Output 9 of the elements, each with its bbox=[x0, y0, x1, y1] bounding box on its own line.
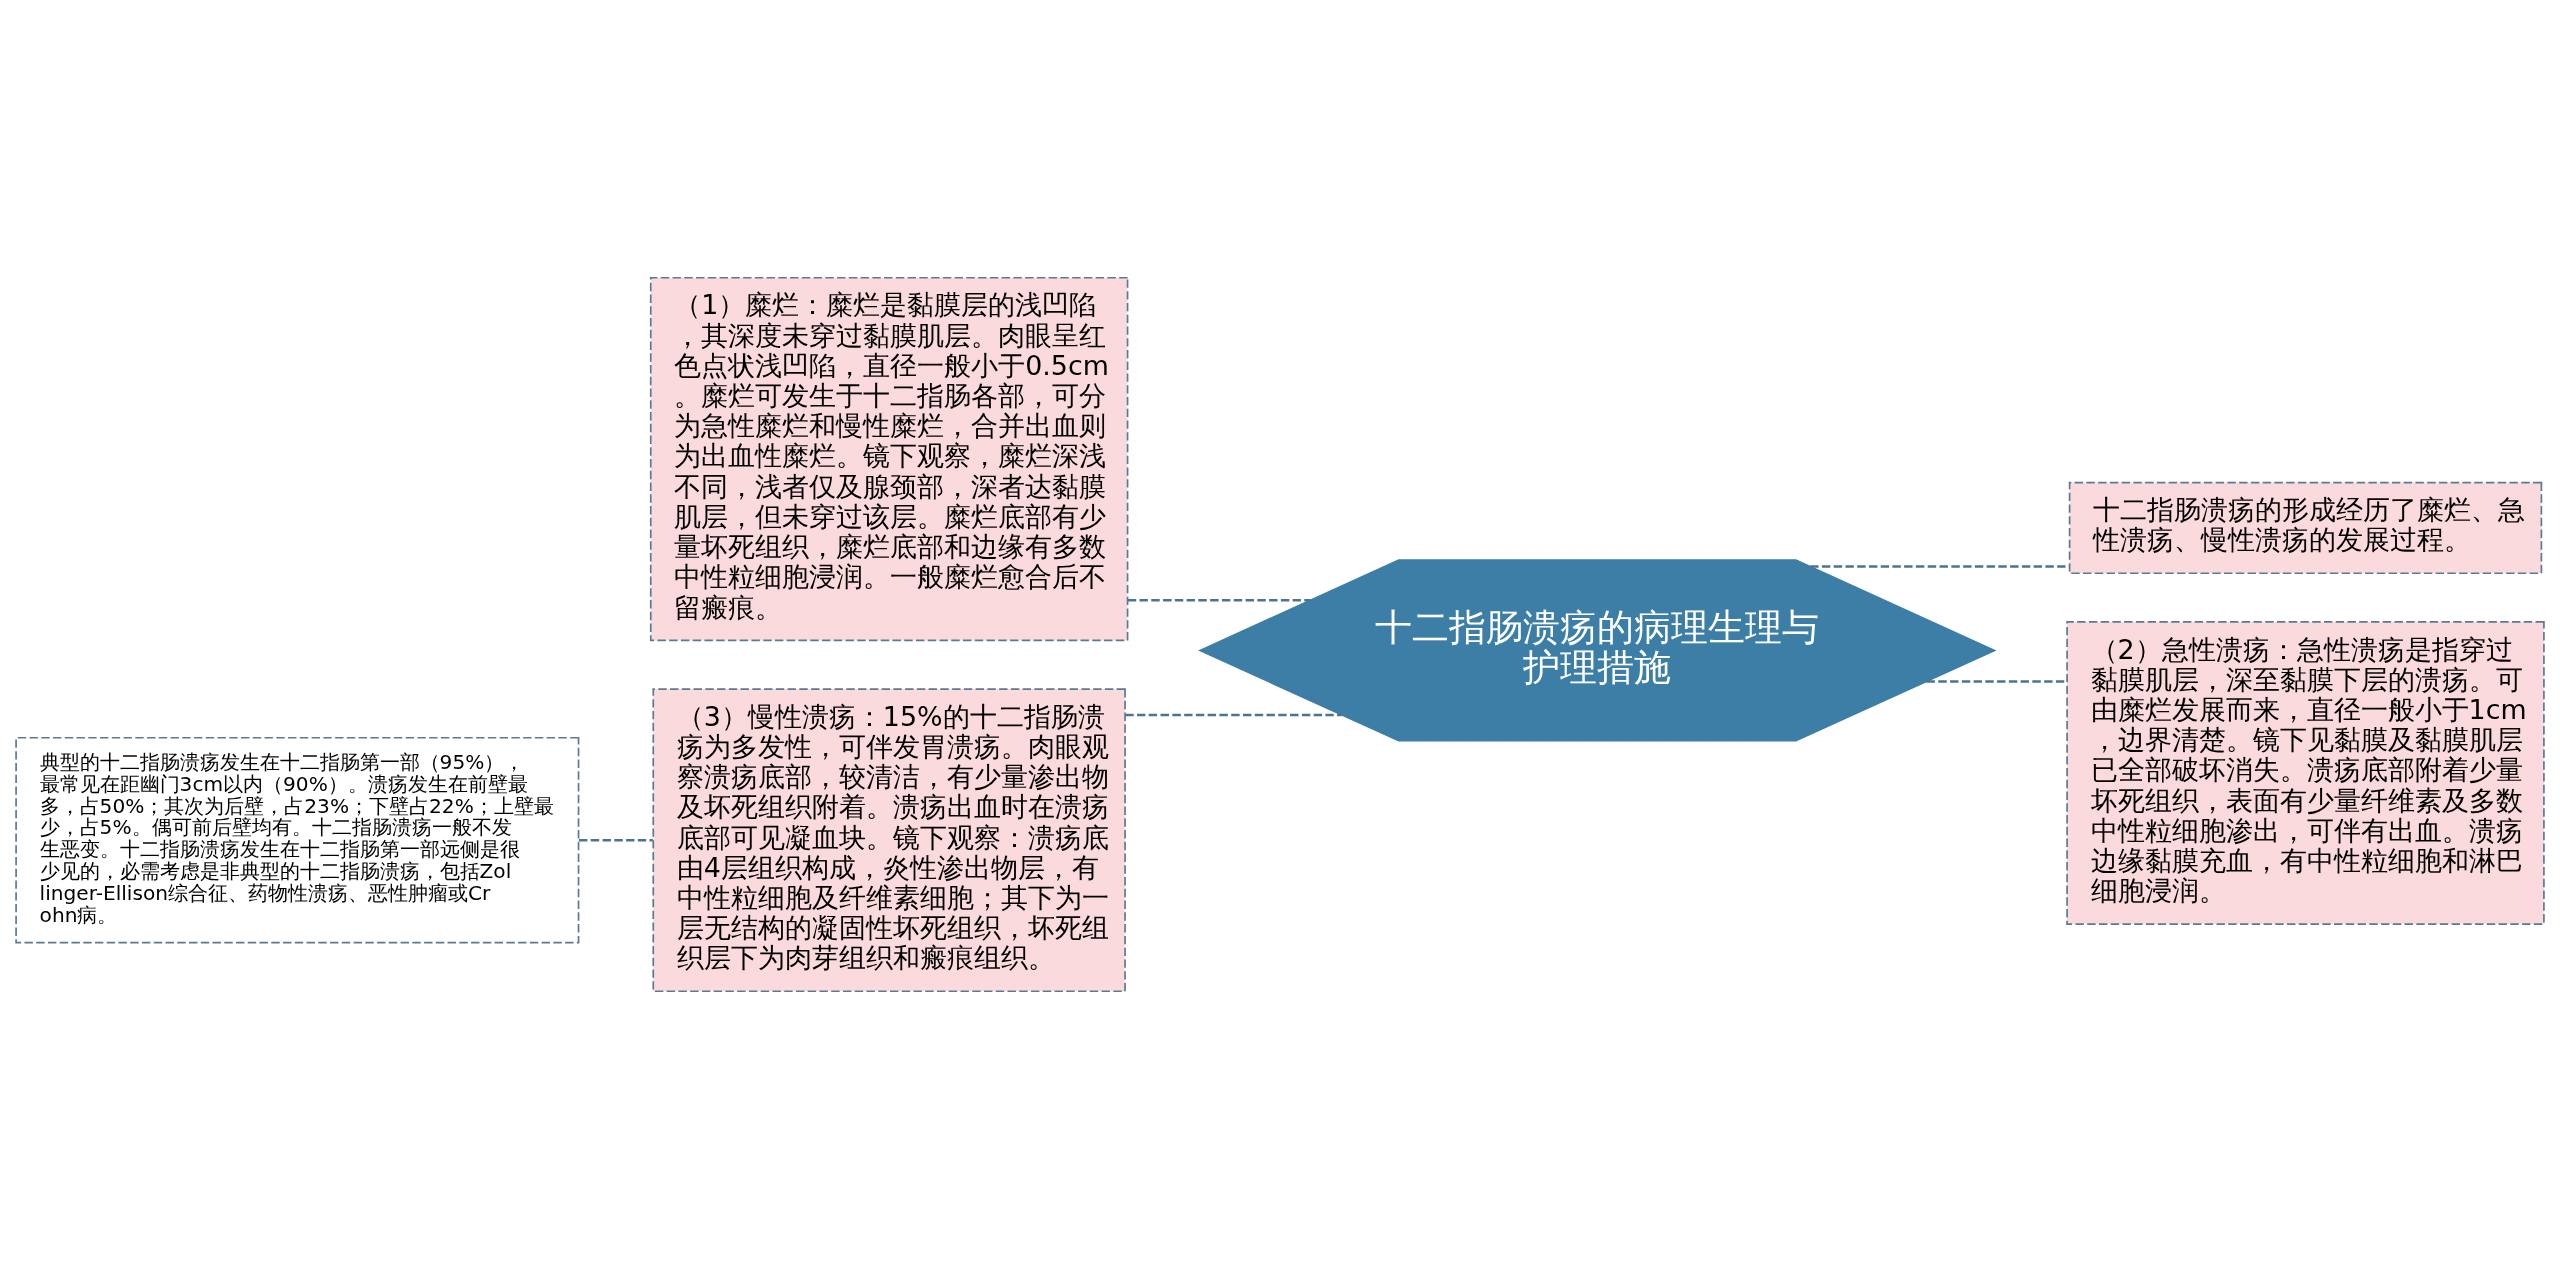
node-box: （2）急性溃疡：急性溃疡是指穿过黏膜肌层，深至黏膜下层的溃疡。可由糜烂发展而来，直径一般小于1cm，边界清楚。镜下见黏膜及黏膜肌层已全部破坏消失。溃疡底部附着少量坏死组织，表面有少量纤维素及多数中性粒细胞渗出，可伴有出血。溃疡边缘黏膜充血，有中性粒细胞和淋巴细胞浸润。 bbox=[2066, 621, 2545, 925]
connector bbox=[578, 838, 653, 842]
connector bbox=[1127, 598, 1311, 602]
node-box: （3）慢性溃疡：15%的十二指肠溃疡为多发性，可伴发胃溃疡。肉眼观察溃疡底部，较清洁，有少量渗出物及坏死组织附着。溃疡出血时在溃疡底部可见凝血块。镜下观察：溃疡底由4层组织构成，炎性渗出物层，有中性粒细胞及纤维素细胞；其下为一层无结构的凝固性坏死组织，坏死组织层下为肉芽组织和瘢痕组织。 bbox=[652, 688, 1126, 993]
node-box: 典型的十二指肠溃疡发生在十二指肠第一部（95%），最常见在距幽门3cm以内（90%）。溃疡发生在前壁最多，占50%；其次为后壁，占23%；下壁占22%；上壁最少，占5%。偶可前后壁均有。十二指肠溃疡一般不发生恶变。十二指肠溃疡发生在十二指肠第一部远侧是很少见的，必需考虑是非典型的十二指肠溃疡，包括Zollinger-Ellison综合征、药物性溃疡、恶性肿瘤或Crohn病。 bbox=[15, 736, 580, 944]
connector bbox=[1926, 680, 2067, 683]
node-box: 十二指肠溃疡的形成经历了糜烂、急性溃疡、慢性溃疡的发展过程。 bbox=[2068, 481, 2543, 575]
node-box: （1）糜烂：糜烂是黏膜层的浅凹陷，其深度未穿过黏膜肌层。肉眼呈红色点状浅凹陷，直径一般小于0.5cm。糜烂可发生于十二指肠各部，可分为急性糜烂和慢性糜烂，合并出血则为出血性糜烂。镜下观察，糜烂深浅不同，浅者仅及腺颈部，深者达黏膜肌层，但未穿过该层。糜烂底部有少量坏死组织，糜烂底部和边缘有多数中性粒细胞浸润。一般糜烂愈合后不留瘢痕。 bbox=[649, 276, 1129, 642]
connector bbox=[1125, 713, 1342, 717]
